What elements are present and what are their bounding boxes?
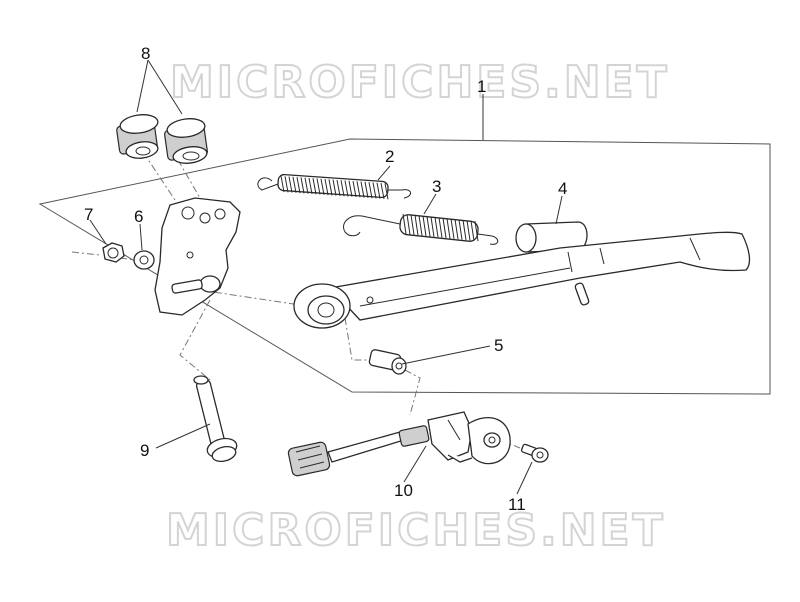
spring-coil	[454, 219, 459, 240]
spring-coil	[376, 182, 381, 199]
callout-labels: 1 2 3 4 5 6 7 8 9 10 11	[84, 44, 567, 514]
bushing-left	[116, 114, 159, 159]
spring-coil	[380, 182, 385, 200]
spring-coil	[422, 215, 427, 237]
bushing-right	[164, 118, 208, 164]
assembly-frame	[38, 138, 771, 395]
callout-8: 8	[141, 44, 150, 63]
spring-coil	[462, 219, 467, 241]
watermark-top: MICROFICHES.NET	[170, 57, 670, 108]
spring-coil	[384, 183, 389, 200]
spring-coil	[336, 179, 341, 197]
part-2-spring-long	[257, 173, 411, 200]
spring-coil	[288, 176, 293, 193]
part-3-spring-short	[343, 213, 499, 245]
switch-body	[427, 411, 511, 465]
spring-coil	[300, 177, 305, 194]
spring-coil	[418, 215, 423, 236]
spring-coil	[296, 177, 301, 194]
part-8-bushings	[116, 114, 208, 164]
part-11-screw	[520, 443, 549, 463]
spring-coil	[368, 182, 373, 199]
spring-coil	[402, 213, 407, 235]
mounting-bracket	[154, 197, 241, 316]
spring-coil	[304, 177, 309, 194]
callout-5: 5	[494, 336, 503, 355]
spring-coil	[328, 179, 333, 196]
part-5-pin-bolt	[368, 349, 407, 375]
connector	[287, 441, 331, 477]
spring-coil	[352, 180, 357, 198]
spring-coil	[410, 214, 415, 235]
spring-coil	[348, 180, 353, 197]
spring-coil	[284, 176, 289, 193]
spring-coil	[344, 180, 349, 197]
callout-1: 1	[477, 77, 486, 96]
callout-6: 6	[134, 207, 143, 226]
spring-coil	[442, 217, 447, 239]
spring-coil	[280, 175, 285, 193]
spring-coil	[364, 181, 369, 198]
callout-4: 4	[558, 179, 567, 198]
spring-coil	[470, 220, 475, 241]
spring-coil	[430, 216, 435, 237]
spring-coil	[360, 181, 365, 198]
callout-10: 10	[394, 481, 413, 500]
spring-coil	[340, 180, 345, 197]
spring-coil	[324, 178, 329, 196]
spring-coil	[434, 217, 439, 238]
spring-coil	[446, 218, 451, 239]
callout-11: 11	[508, 495, 526, 514]
part-6-washer	[133, 250, 155, 270]
callout-3: 3	[432, 177, 441, 196]
watermark-bottom: MICROFICHES.NET	[166, 505, 666, 556]
callout-9: 9	[140, 441, 149, 460]
spring-coil	[372, 182, 377, 199]
part-10-switch-assembly	[287, 411, 511, 477]
callout-2: 2	[385, 147, 394, 166]
cable-grommet	[398, 425, 430, 447]
part-9-long-bolt	[193, 375, 238, 463]
spring-coil	[292, 176, 297, 193]
spring-coil	[426, 216, 431, 237]
part-7-nut	[102, 242, 125, 263]
spring-coil	[458, 219, 463, 240]
spring-coil	[438, 217, 443, 238]
spring-coil	[332, 179, 337, 196]
spring-coil	[406, 214, 411, 235]
spring-coil	[414, 215, 419, 236]
spring-coil	[320, 178, 325, 195]
part-1-side-stand	[293, 231, 751, 329]
spring-coil	[450, 218, 455, 239]
callout-7: 7	[84, 205, 93, 224]
leader-lines	[89, 59, 563, 495]
spring-coil	[308, 177, 313, 195]
spring-coil	[312, 178, 317, 195]
spring-coil	[356, 181, 361, 198]
spring-coil	[316, 178, 321, 195]
spring-coil	[466, 220, 471, 241]
spring-coil	[474, 221, 479, 242]
